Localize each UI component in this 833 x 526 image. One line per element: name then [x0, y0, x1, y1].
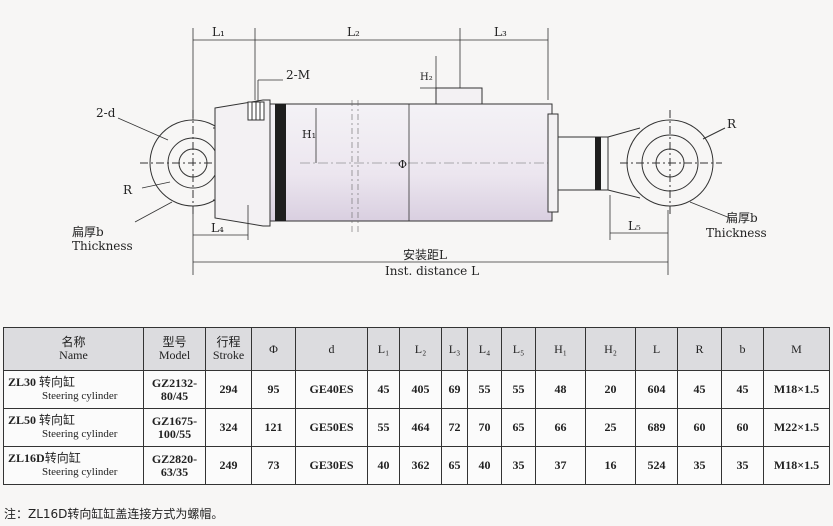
header-H2: H₂ [585, 327, 636, 371]
header-R: R [677, 327, 722, 371]
label-R-left: R [123, 183, 133, 197]
row-L: 604 [635, 370, 678, 409]
label-2-M: 2-M [286, 68, 310, 82]
header-L3: L₃ [441, 327, 468, 371]
row-R: 35 [677, 446, 722, 485]
row-L2: 405 [399, 370, 442, 409]
header-H1: H₁ [535, 327, 586, 371]
barrel-end-cap [547, 113, 559, 213]
row-L4: 40 [467, 446, 502, 485]
label-R-right: R [727, 117, 737, 131]
cylinder-barrel [269, 103, 553, 222]
header-L4: L₄ [467, 327, 502, 371]
header-b: b [721, 327, 764, 371]
header-d: d [295, 327, 368, 371]
row-H2: 16 [585, 446, 636, 485]
row-H2: 25 [585, 408, 636, 447]
label-inst-en: Inst. distance L [385, 264, 479, 278]
header-M: M [763, 327, 830, 371]
row-H1: 37 [535, 446, 586, 485]
row-model: GZ2132-80/45 [143, 370, 206, 409]
row-d: GE50ES [295, 408, 368, 447]
row-stroke: 294 [205, 370, 252, 409]
row-b: 60 [721, 408, 764, 447]
header-L2: L₂ [399, 327, 442, 371]
row-L5: 35 [501, 446, 536, 485]
label-H2: H₂ [420, 72, 433, 83]
label-L4: L₄ [211, 221, 224, 235]
row-phi: 73 [251, 446, 296, 485]
piston-seal-band [275, 104, 286, 221]
header-L1: L₁ [367, 327, 400, 371]
label-2-d: 2-d [96, 106, 116, 120]
row-d: GE30ES [295, 446, 368, 485]
label-thickness-en-right: Thickness [706, 226, 767, 240]
footnote: 注：ZL16D转向缸缸盖连接方式为螺帽。 [4, 507, 224, 521]
row-b: 35 [721, 446, 764, 485]
row-phi: 95 [251, 370, 296, 409]
row-b: 45 [721, 370, 764, 409]
row-L3: 65 [441, 446, 468, 485]
row-L: 524 [635, 446, 678, 485]
rod-seal-band [595, 137, 601, 190]
cylinder-drawing: L₁ L₂ L₃ H₁ Φ H₂ [72, 25, 767, 278]
row-R: 60 [677, 408, 722, 447]
row-M: M22×1.5 [763, 408, 830, 447]
label-thickness-cn-right: 扁厚b [726, 211, 758, 225]
label-L3: L₃ [494, 25, 507, 39]
row-model: GZ1675-100/55 [143, 408, 206, 447]
row-H1: 48 [535, 370, 586, 409]
header-L: L [635, 327, 678, 371]
header-L5: L₅ [501, 327, 536, 371]
row-L1: 40 [367, 446, 400, 485]
bottom-dimensions [192, 195, 669, 275]
row-model: GZ2820-63/35 [143, 446, 206, 485]
label-thickness-cn-left: 扁厚b [72, 225, 104, 239]
row-phi: 121 [251, 408, 296, 447]
label-L5: L₅ [628, 219, 641, 233]
row-M: M18×1.5 [763, 370, 830, 409]
row-L2: 464 [399, 408, 442, 447]
row-L3: 69 [441, 370, 468, 409]
row-H2: 20 [585, 370, 636, 409]
right-rod-eye [607, 110, 726, 216]
label-inst-cn: 安装距L [403, 247, 447, 262]
row-L4: 55 [467, 370, 502, 409]
header-phi: Φ [251, 327, 296, 371]
label-L2: L₂ [347, 25, 360, 39]
cylinder-head [214, 99, 271, 227]
row-L: 689 [635, 408, 678, 447]
row-d: GE40ES [295, 370, 368, 409]
row-L1: 45 [367, 370, 400, 409]
row-H1: 66 [535, 408, 586, 447]
label-thickness-en-left: Thickness [72, 239, 133, 253]
label-H1: H₁ [302, 128, 316, 141]
row-R: 45 [677, 370, 722, 409]
row-L5: 55 [501, 370, 536, 409]
row-L4: 70 [467, 408, 502, 447]
row-L3: 72 [441, 408, 468, 447]
oil-port-boss [435, 87, 483, 105]
barrel-lines [300, 100, 560, 232]
label-phi: Φ [398, 158, 407, 171]
top-dimensions [192, 28, 549, 120]
row-stroke: 249 [205, 446, 252, 485]
label-L1: L₁ [212, 25, 225, 39]
row-L1: 55 [367, 408, 400, 447]
row-L5: 65 [501, 408, 536, 447]
row-M: M18×1.5 [763, 446, 830, 485]
row-stroke: 324 [205, 408, 252, 447]
row-L2: 362 [399, 446, 442, 485]
